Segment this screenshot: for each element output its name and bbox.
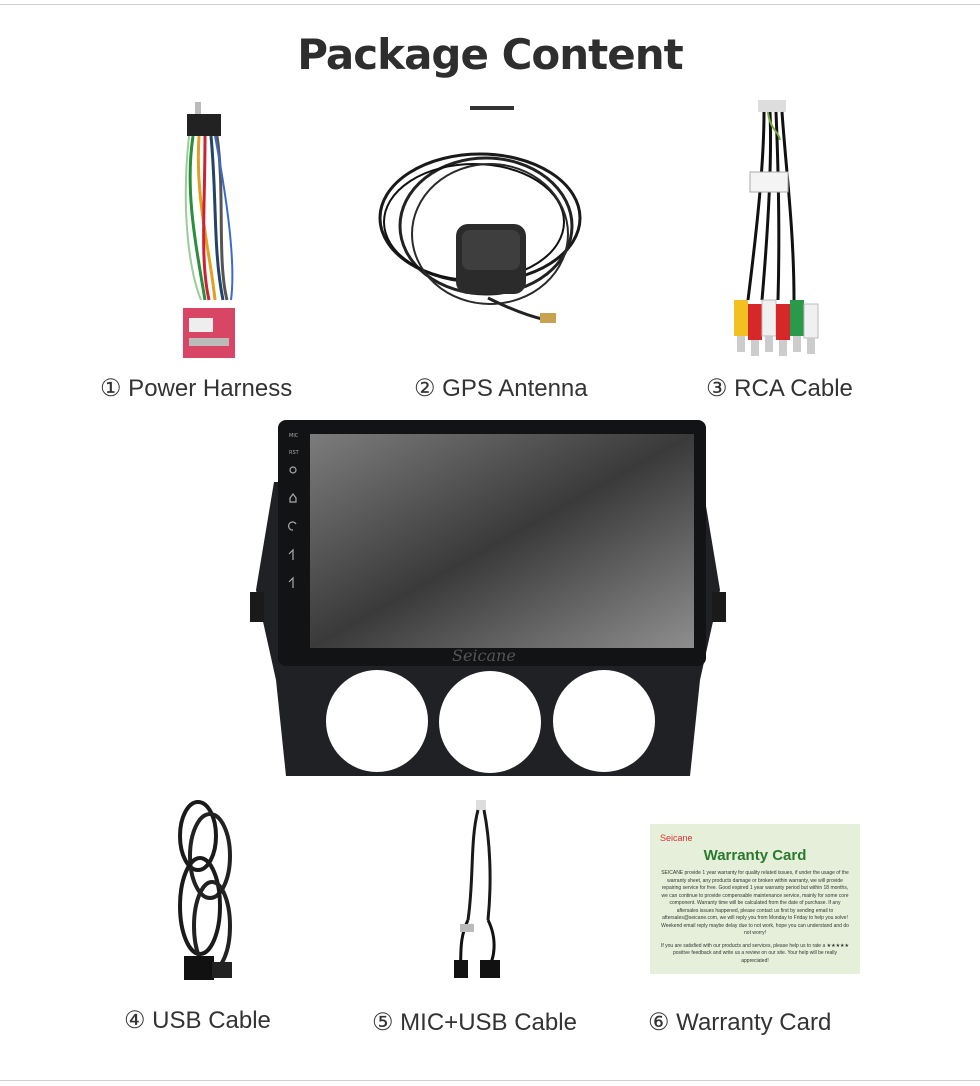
warranty-card-body: SEICANE provide 1 year warranty for qual… [661,870,849,936]
head-unit-image [250,420,726,776]
caption-usb-cable: ④ USB Cable [124,1007,271,1034]
mic-usb-cable-image [454,800,500,978]
warranty-card-title: Warranty Card [703,847,807,864]
caption-mic-usb-cable: ⑤ MIC+USB Cable [372,1009,577,1036]
top-divider [0,4,980,5]
caption-gps-antenna: ② GPS Antenna [414,375,588,402]
warranty-card-note: If you are satisfied with our products a… [660,942,850,964]
warranty-card: Seicane Warranty Card SEICANE provide 1 … [650,824,860,974]
title-underline [470,106,514,110]
bottom-divider [0,1080,980,1081]
head-unit-brand: Seicane [452,646,516,665]
page-title: Package Content [297,30,683,79]
power-harness-image [183,102,235,358]
warranty-card-brand: Seicane [660,833,693,843]
head-unit-label-mic: MIC [289,433,299,439]
gps-antenna-image [378,152,582,323]
usb-cable-image [178,800,232,980]
caption-power-harness: ① Power Harness [100,375,293,402]
rca-cable-image [734,100,819,356]
caption-warranty-card: ⑥ Warranty Card [648,1009,832,1036]
caption-rca-cable: ③ RCA Cable [706,375,853,402]
head-unit-label-rst: RST [289,450,299,456]
